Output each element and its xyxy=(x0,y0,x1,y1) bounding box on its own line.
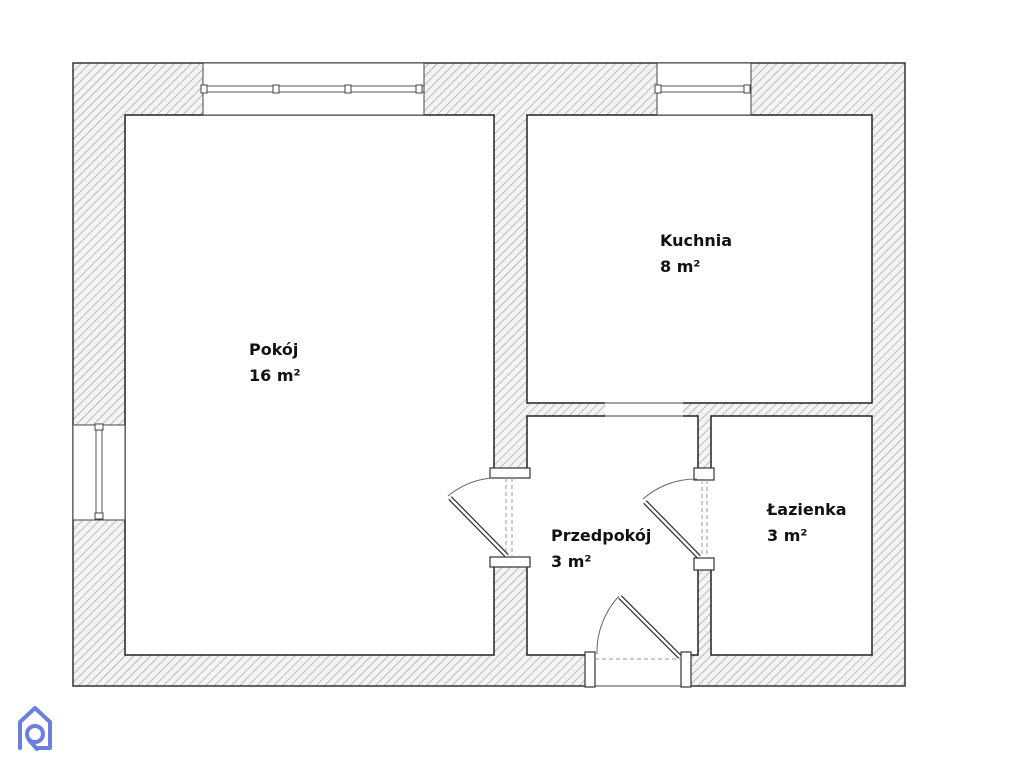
room-area-przedpokoj: 3 m² xyxy=(551,552,591,571)
window-left xyxy=(72,423,126,521)
kitchen-opening xyxy=(605,402,683,417)
room-pokoj xyxy=(124,114,495,656)
room-kuchnia xyxy=(526,114,873,404)
room-area-kuchnia: 8 m² xyxy=(660,257,700,276)
room-lazienka xyxy=(710,415,873,656)
room-name-lazienka: Łazienka xyxy=(766,500,847,519)
room-name-przedpokoj: Przedpokój xyxy=(551,526,651,545)
room-area-pokoj: 16 m² xyxy=(249,366,301,385)
room-area-lazienka: 3 m² xyxy=(767,526,807,545)
door-entrance[interactable] xyxy=(584,595,692,688)
room-name-pokoj: Pokój xyxy=(249,340,298,359)
window-top-right xyxy=(654,62,752,116)
door-pokoj[interactable] xyxy=(447,467,531,568)
door-lazienka[interactable] xyxy=(642,467,715,571)
window-top-left xyxy=(200,62,425,116)
brand-logo-icon xyxy=(18,706,52,751)
room-name-kuchnia: Kuchnia xyxy=(660,231,732,250)
